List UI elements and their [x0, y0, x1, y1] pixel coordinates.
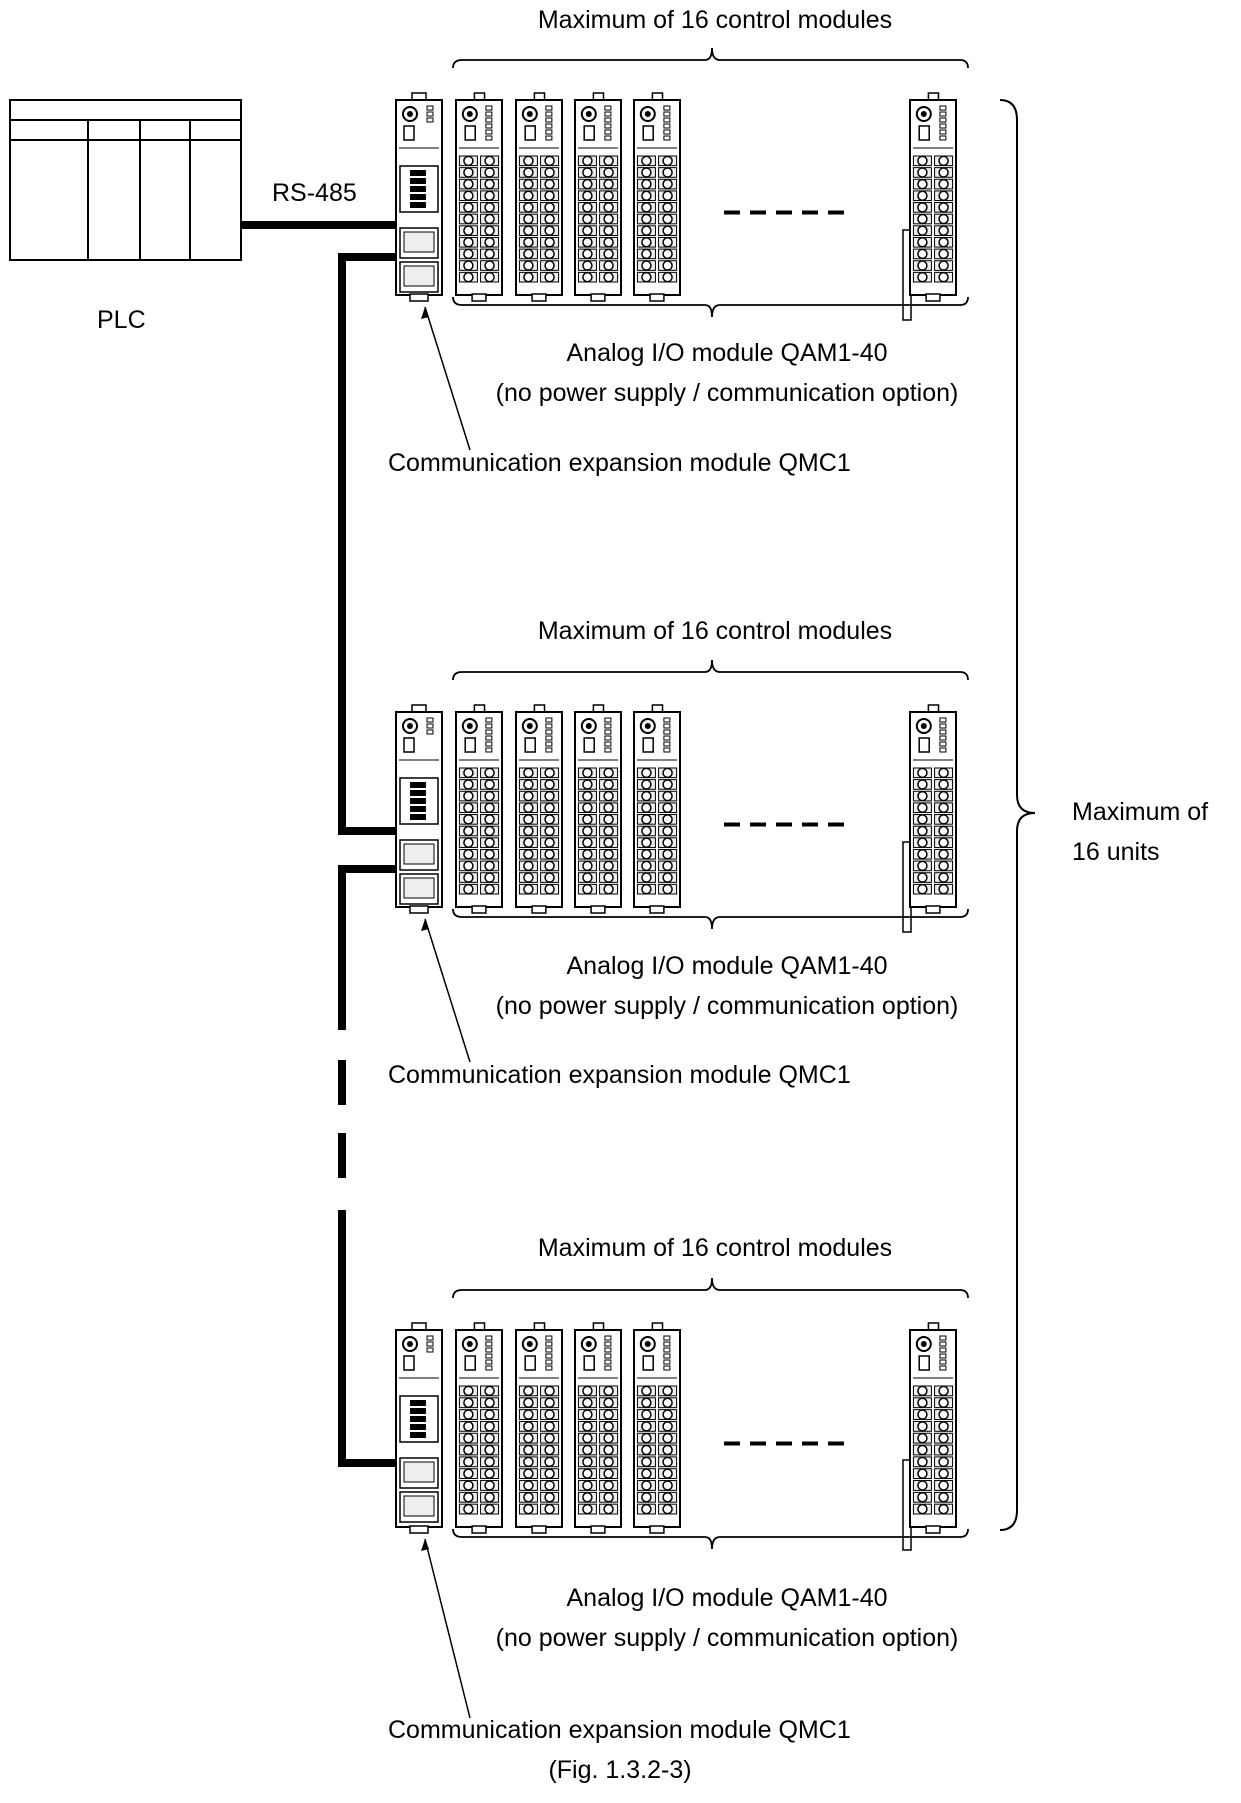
port-icon — [403, 125, 415, 141]
control-modules-brace — [452, 659, 969, 681]
qam1-40-module — [455, 92, 503, 302]
unit-3-analog-label-line2: (no power supply / communication option) — [495, 1624, 959, 1652]
rotary-switch-icon — [639, 1336, 656, 1352]
port-icon — [918, 1355, 930, 1371]
arrowhead — [421, 307, 429, 319]
port-icon — [403, 1355, 415, 1371]
rotary-switch-icon — [461, 1336, 478, 1352]
unit-1-control-label: Maximum of 16 control modules — [537, 6, 893, 34]
port-icon — [642, 125, 654, 141]
qam1-40-module — [574, 704, 622, 914]
figure-caption: (Fig. 1.3.2-3) — [548, 1756, 692, 1784]
unit-3-control-label: Maximum of 16 control modules — [537, 1234, 893, 1262]
analog-modules-brace — [452, 296, 969, 318]
port-icon — [524, 125, 536, 141]
unit-1-analog-label-line1: Analog I/O module QAM1-40 — [566, 339, 888, 367]
port-icon — [524, 1355, 536, 1371]
rotary-switch-icon — [915, 1336, 932, 1352]
analog-modules-brace — [452, 908, 969, 930]
unit-2-qmc-label: Communication expansion module QMC1 — [388, 1061, 851, 1089]
port-icon — [583, 737, 595, 753]
units-brace-label-line1: Maximum of — [1072, 798, 1209, 826]
qmc1-module — [395, 704, 443, 914]
plc-box — [9, 99, 242, 261]
rotary-switch-icon — [402, 718, 418, 734]
rotary-switch-icon — [461, 718, 478, 734]
qmc1-pointer-line — [424, 918, 471, 1063]
port-icon — [524, 737, 536, 753]
port-icon — [464, 125, 476, 141]
unit-2-analog-label-line2: (no power supply / communication option) — [495, 992, 959, 1020]
rotary-switch-icon — [402, 1336, 418, 1352]
unit-2 — [395, 659, 969, 1063]
unit-2-analog-label-line1: Analog I/O module QAM1-40 — [566, 952, 888, 980]
rotary-switch-icon — [915, 718, 932, 734]
rotary-switch-icon — [521, 106, 538, 122]
rotary-switch-icon — [521, 718, 538, 734]
qmc1-pointer-line — [424, 306, 471, 451]
control-modules-brace — [452, 47, 969, 69]
port-icon — [918, 737, 930, 753]
unit-2-control-label: Maximum of 16 control modules — [537, 617, 893, 645]
unit-1 — [395, 47, 969, 451]
qam1-40-module — [455, 1322, 503, 1534]
port-icon — [464, 1355, 476, 1371]
rotary-switch-icon — [521, 1336, 538, 1352]
qam1-40-module — [574, 1322, 622, 1534]
qam1-40-module — [909, 1322, 957, 1534]
qam1-40-module — [633, 704, 681, 914]
qam1-40-module — [633, 92, 681, 302]
qmc1-module — [395, 92, 443, 302]
rotary-switch-icon — [580, 1336, 597, 1352]
port-icon — [403, 737, 415, 753]
unit-1-analog-label-line2: (no power supply / communication option) — [495, 379, 959, 407]
port-icon — [583, 1355, 595, 1371]
qam1-40-module — [574, 92, 622, 302]
qmc1-pointer-line — [424, 1538, 471, 1719]
units-brace — [999, 99, 1036, 1531]
port-icon — [642, 1355, 654, 1371]
unit-1-qmc-label: Communication expansion module QMC1 — [388, 449, 851, 477]
unit-3 — [395, 1277, 969, 1719]
rotary-switch-icon — [461, 106, 478, 122]
qam1-40-module — [909, 704, 957, 914]
qam1-40-module — [909, 92, 957, 302]
arrowhead — [421, 1539, 429, 1551]
unit-3-qmc-label: Communication expansion module QMC1 — [388, 1716, 851, 1744]
rotary-switch-icon — [580, 106, 597, 122]
qmc1-module — [395, 1322, 443, 1534]
analog-modules-brace — [452, 1528, 969, 1550]
rs485-label: RS-485 — [272, 179, 357, 207]
port-icon — [583, 125, 595, 141]
unit-3-analog-label-line1: Analog I/O module QAM1-40 — [566, 1584, 888, 1612]
qam1-40-module — [515, 704, 563, 914]
arrowhead — [421, 919, 429, 931]
port-icon — [642, 737, 654, 753]
port-icon — [464, 737, 476, 753]
rotary-switch-icon — [402, 106, 418, 122]
units-brace-label-line2: 16 units — [1072, 838, 1160, 866]
plc-label: PLC — [97, 306, 146, 334]
rotary-switch-icon — [639, 106, 656, 122]
port-icon — [918, 125, 930, 141]
control-modules-brace — [452, 1277, 969, 1299]
rotary-switch-icon — [915, 106, 932, 122]
rotary-switch-icon — [580, 718, 597, 734]
qam1-40-module — [515, 1322, 563, 1534]
rotary-switch-icon — [639, 718, 656, 734]
qam1-40-module — [515, 92, 563, 302]
qam1-40-module — [455, 704, 503, 914]
qam1-40-module — [633, 1322, 681, 1534]
rs485-cable — [241, 221, 410, 1467]
units-layer — [395, 47, 969, 1719]
